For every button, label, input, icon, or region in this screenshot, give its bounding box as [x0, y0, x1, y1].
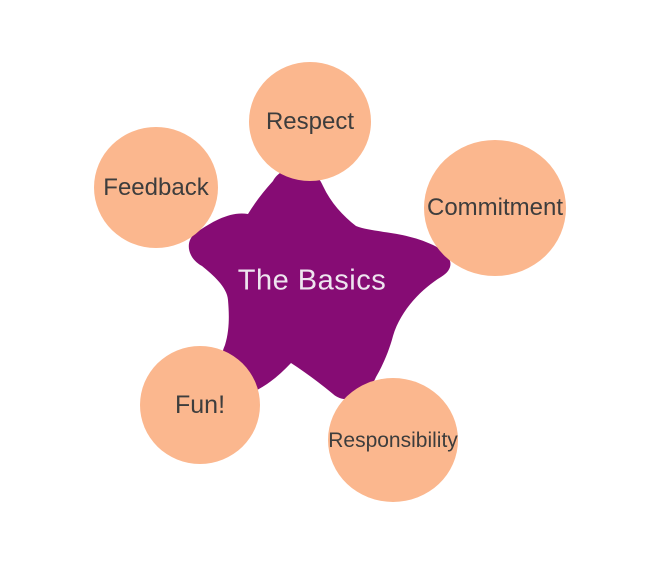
node-feedback-label: Feedback [103, 173, 209, 201]
node-commitment[interactable]: Commitment [424, 140, 566, 276]
node-commitment-label: Commitment [426, 194, 564, 221]
node-respect-label: Respect [265, 107, 355, 135]
node-respect[interactable]: Respect [249, 62, 371, 181]
node-fun[interactable]: Fun! [140, 346, 260, 464]
star-path[interactable] [188, 168, 451, 400]
node-responsibility[interactable]: Responsibility [328, 378, 458, 502]
node-responsibility-label: Responsibility [328, 428, 458, 452]
node-fun-label: Fun! [174, 390, 226, 419]
node-feedback[interactable]: Feedback [94, 127, 218, 248]
